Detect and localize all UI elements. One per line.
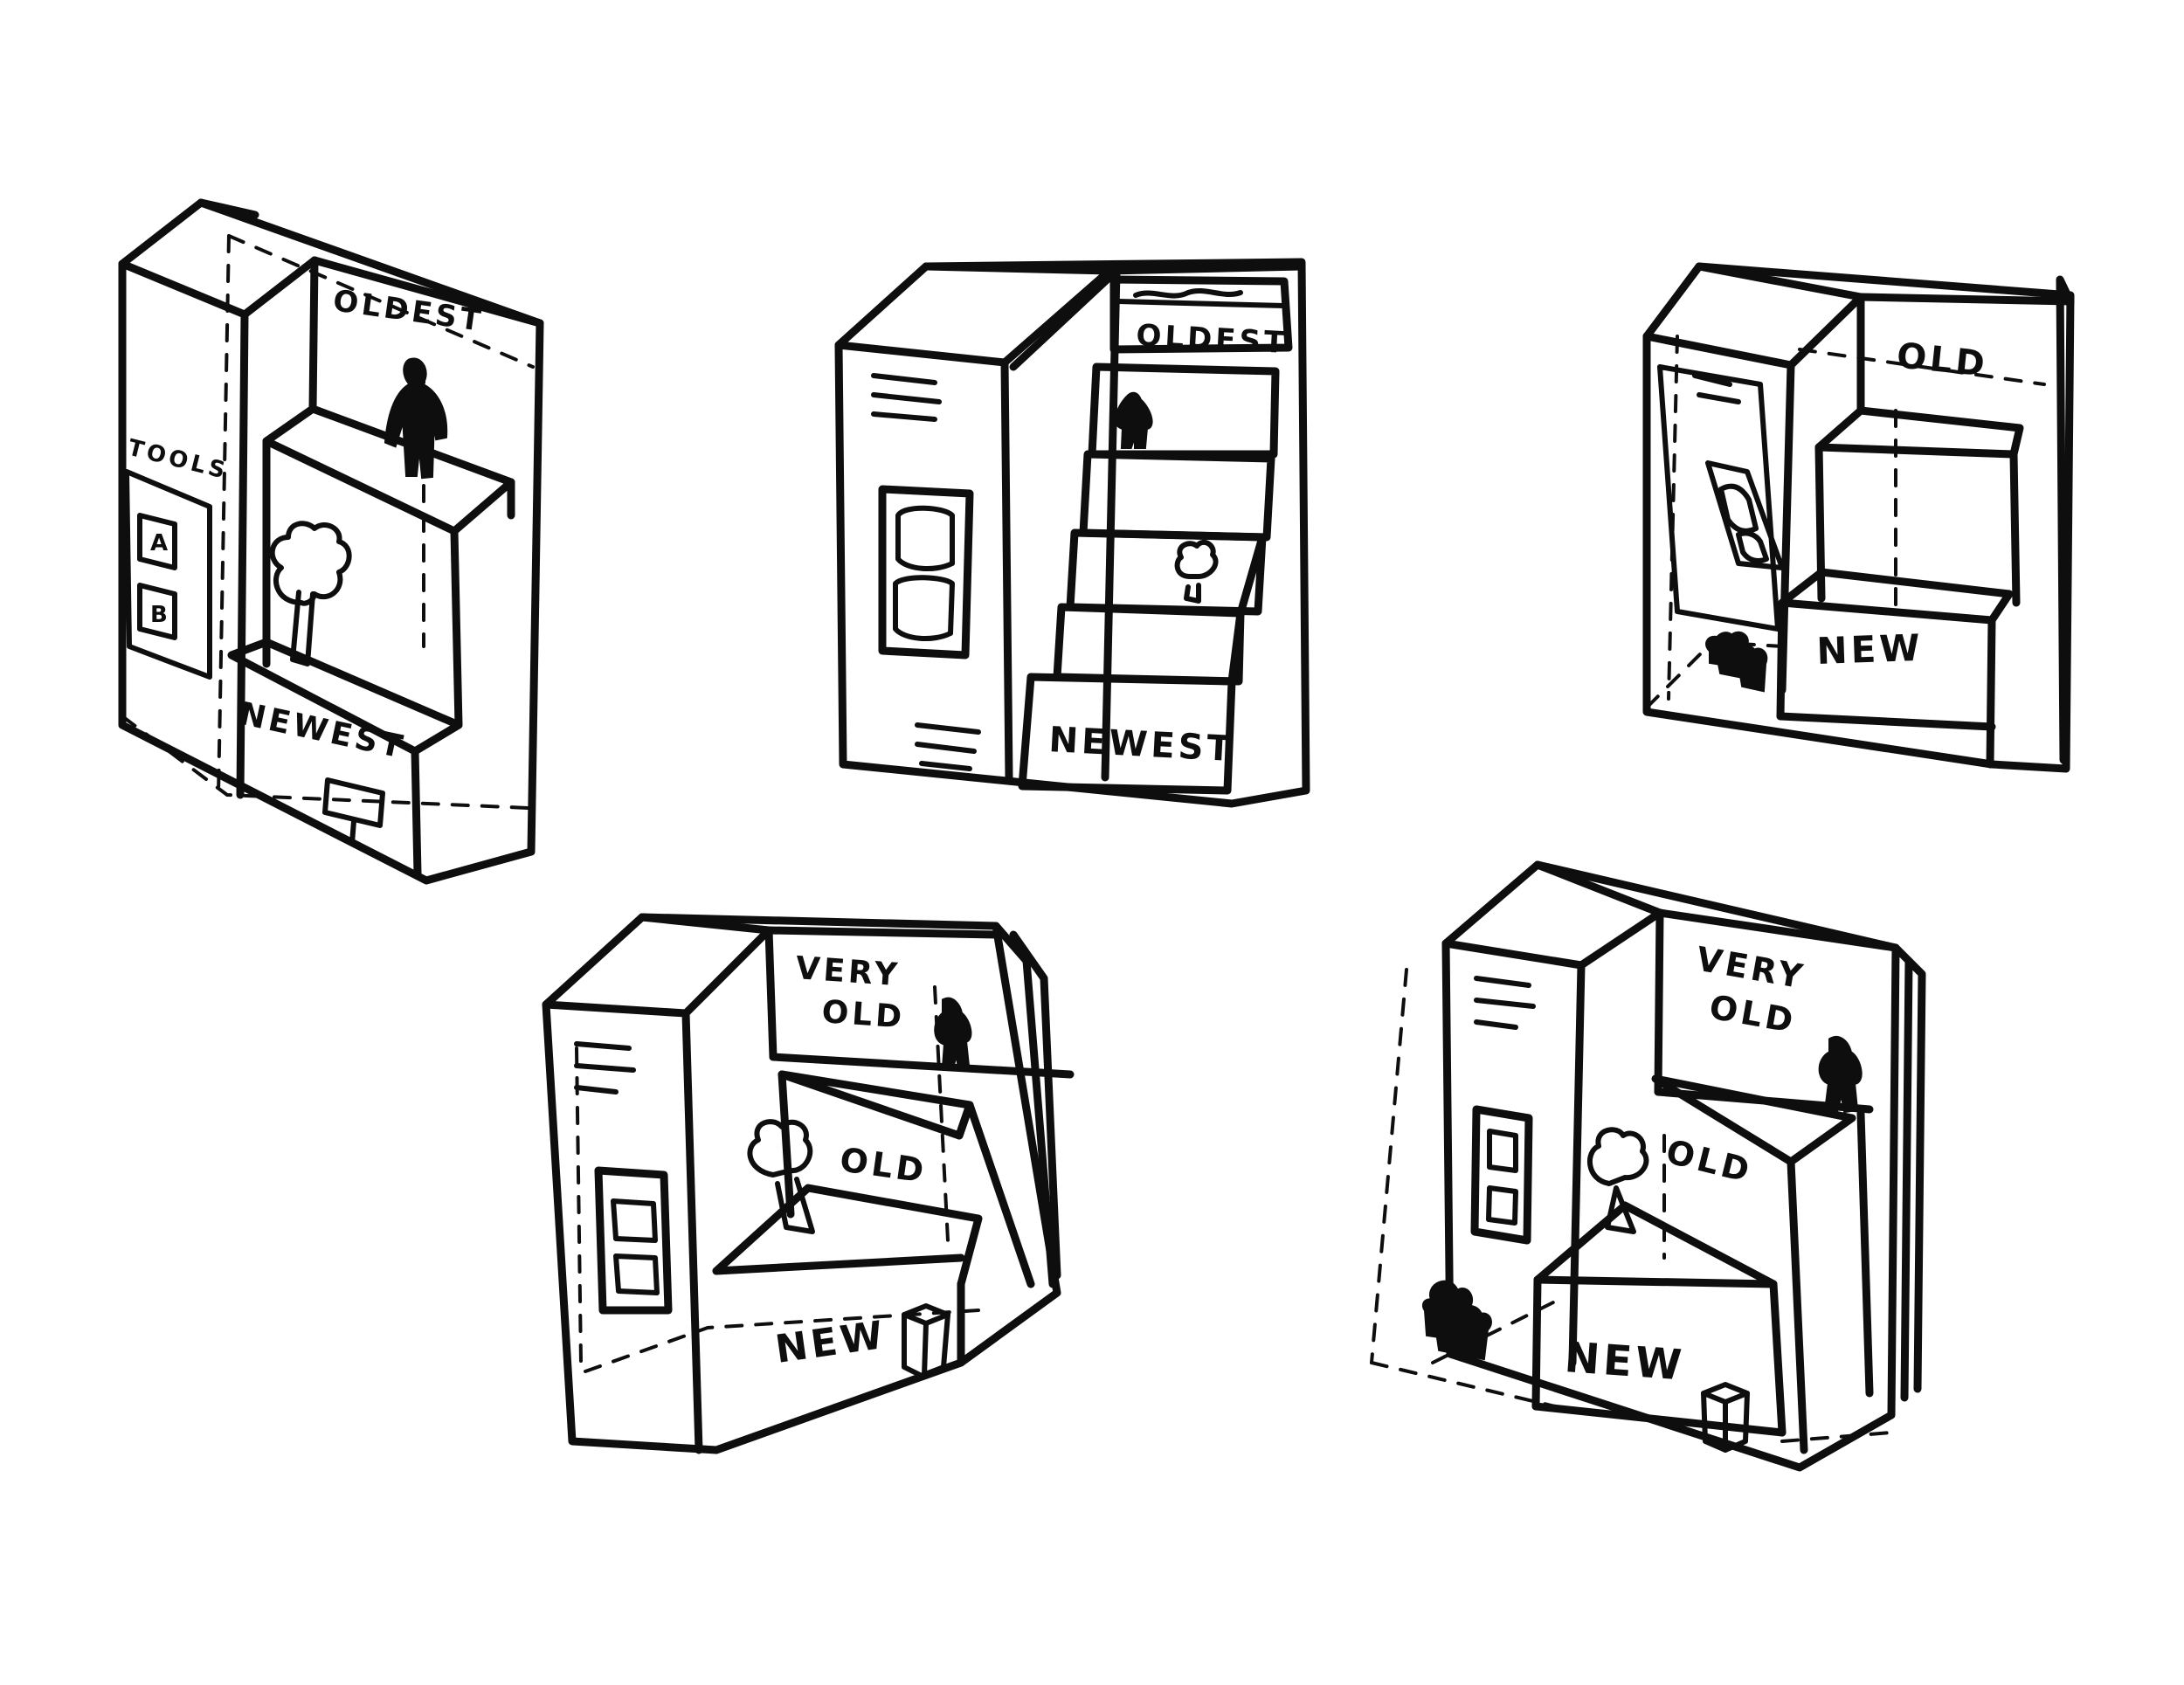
very-old-label-5: OLD <box>1706 988 1799 1041</box>
monitor-icon <box>322 777 385 846</box>
person-icon-2 <box>1114 391 1153 449</box>
old-label-4: OLD <box>838 1140 930 1190</box>
very-label-4: VERY <box>794 950 902 993</box>
person-icon <box>384 357 448 480</box>
sketch-4-wedge-building: VERY OLD OLD NEW <box>542 913 1075 1454</box>
tree-icon-2 <box>1174 539 1219 604</box>
tree-icon <box>269 521 352 666</box>
very-old-label-4: OLD <box>820 994 906 1036</box>
tree-icon-4 <box>747 1119 815 1234</box>
oldest-label-2: OLDEST <box>1136 318 1289 361</box>
person-icon-5 <box>1818 1035 1863 1114</box>
very-label-5: VERY <box>1693 940 1808 997</box>
tree-icon-5 <box>1586 1127 1649 1234</box>
door-b-label: B <box>150 602 171 628</box>
box-icon-5 <box>1701 1382 1750 1453</box>
door-a-label: A <box>150 530 171 556</box>
old-label-5: OLD <box>1662 1132 1757 1191</box>
trees-icon-3 <box>1705 631 1768 693</box>
sketch-3-tilted-building: OLD NEW <box>1642 262 2075 773</box>
new-label-3: NEW <box>1816 626 1925 673</box>
box-icon-4 <box>902 1303 950 1378</box>
newest-label-2: NEWEST <box>1047 720 1234 770</box>
person-icon-4 <box>934 997 972 1070</box>
new-label-5: NEW <box>1563 1333 1686 1390</box>
sketch-2-stepped-building: OLDEST NEWEST <box>834 258 1310 808</box>
old-label-3: OLD <box>1895 335 1990 385</box>
trees-icon-5 <box>1421 1280 1492 1361</box>
sketch-5-gable-building: VERY OLD OLD NEW <box>1370 860 1926 1472</box>
sketch-1-terraced-building: A B TOOLS OLDEST NEWEST <box>118 198 544 885</box>
